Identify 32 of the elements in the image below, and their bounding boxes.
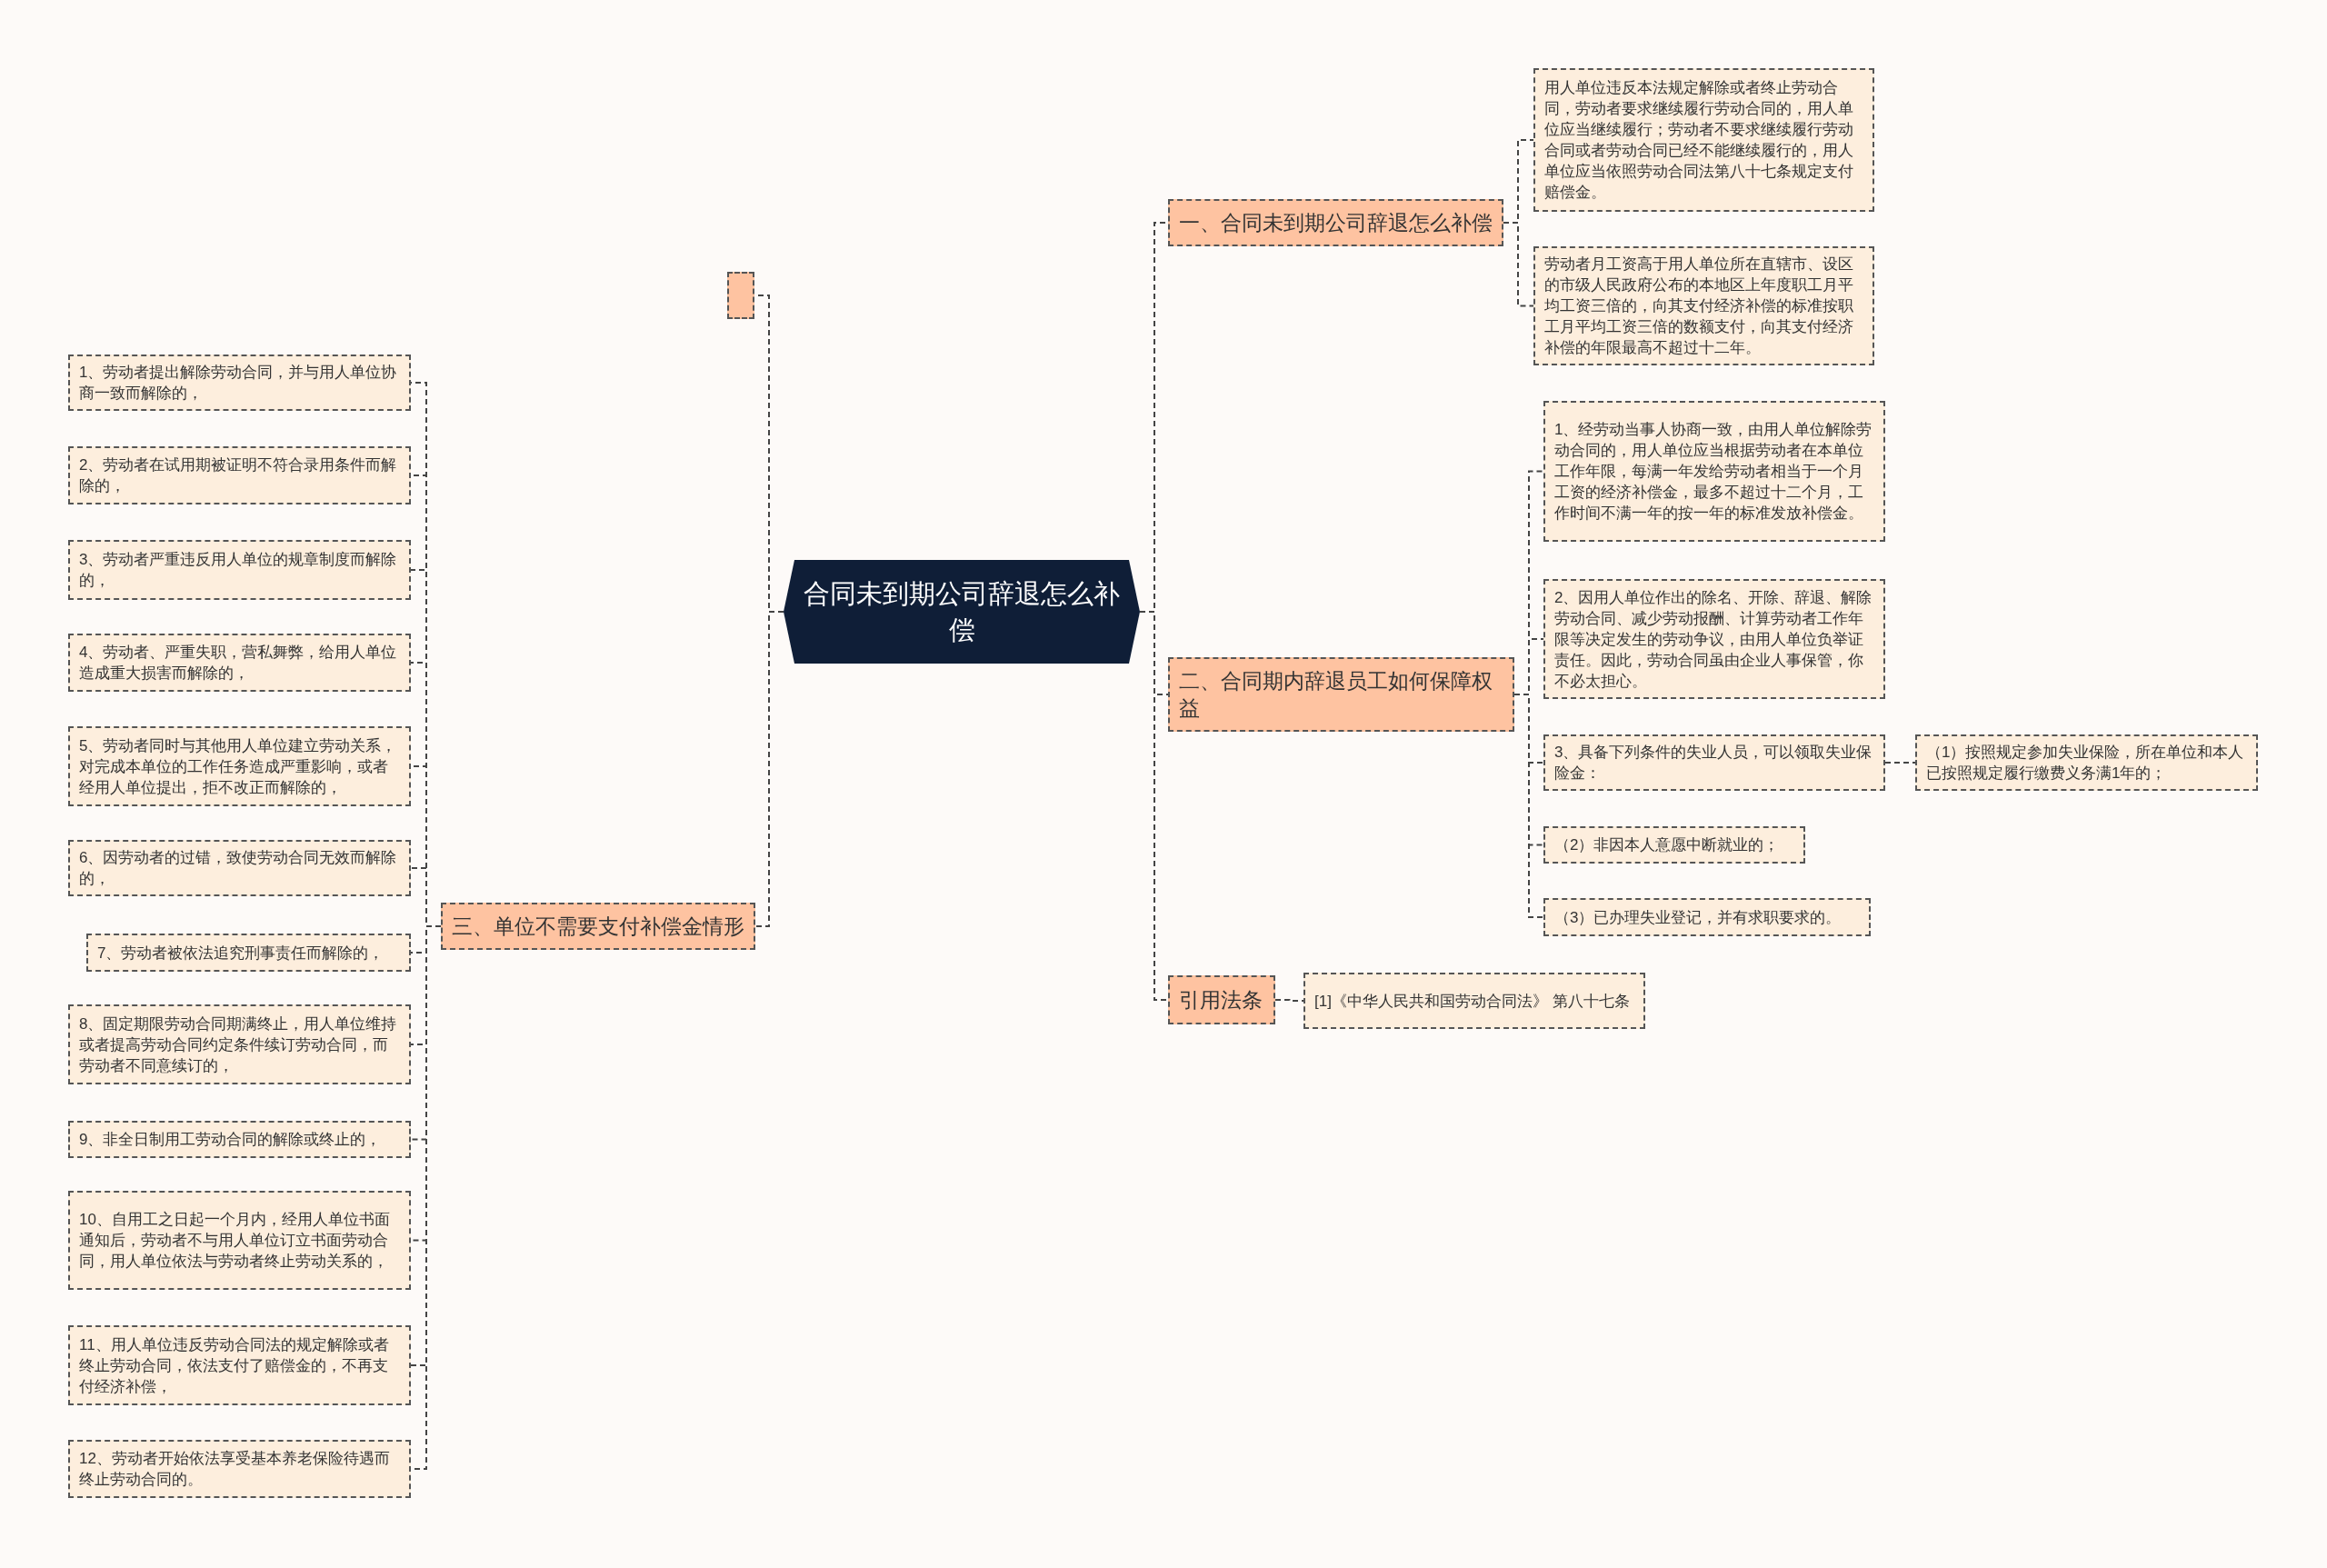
connector-line [1884,762,1916,764]
text-box: 9、非全日制用工劳动合同的解除或终止的， [68,1121,411,1158]
topic-box: 一、合同未到期公司辞退怎么补偿 [1168,199,1503,246]
text-box: 1、经劳动当事人协商一致，由用人单位解除劳动合同的，用人单位应当根据劳动者在本单位工作年限，每满一年发给劳动者相当于一个月工资的经济补偿金，最多不超过十二个月，工作时间不满一年的按一年的标准发放补偿金。 [1543,401,1885,542]
text-box: [1]《中华人民共和国劳动合同法》 第八十七条 [1303,973,1645,1029]
connector-line [1513,694,1544,918]
text-box: 8、固定期限劳动合同期满终止，用人单位维持或者提高劳动合同约定条件续订劳动合同，而劳动者不同意续订的， [68,1004,411,1084]
text-box: （1）按照规定参加失业保险，所在单位和本人已按照规定履行缴费义务满1年的； [1915,734,2258,791]
text-box: 7、劳动者被依法追究刑事责任而解除的， [86,934,411,972]
text-box: 6、因劳动者的过错，致使劳动合同无效而解除的， [68,840,411,896]
text-box: 4、劳动者、严重失职，营私舞弊，给用人单位造成重大损害而解除的， [68,634,411,692]
topic-box: 引用法条 [1168,975,1275,1024]
text-box: 劳动者月工资高于用人单位所在直辖市、设区的市级人民政府公布的本地区上年度职工月平均工资三倍的，向其支付经济补偿的标准按职工月平均工资三倍的数额支付，向其支付经济补偿的年限最高不超过十二年。 [1533,246,1874,365]
text-box: 用人单位违反本法规定解除或者终止劳动合同，劳动者要求继续履行劳动合同的，用人单位应当继续履行；劳动者不要求继续履行劳动合同或者劳动合同已经不能继续履行的，用人单位应当依照劳动合同法第八十七条规定支付赔偿金。 [1533,68,1874,212]
text-box: 12、劳动者开始依法享受基本养老保险待遇而终止劳动合同的。 [68,1440,411,1498]
topic-box: 二、合同期内辞退员工如何保障权益 [1168,657,1514,732]
text-box: （3）已办理失业登记，并有求职要求的。 [1543,898,1871,936]
text-box: （2）非因本人意愿中断就业的； [1543,826,1805,864]
text-box: 1、劳动者提出解除劳动合同，并与用人单位协商一致而解除的， [68,355,411,411]
central-topic: 合同未到期公司辞退怎么补偿 [784,560,1140,664]
text-box: 2、劳动者在试用期被证明不符合录用条件而解除的， [68,446,411,504]
empty-box [727,272,754,319]
connector-line [754,611,784,927]
text-box: 11、用人单位违反劳动合同法的规定解除或者终止劳动合同，依法支付了赔偿金的，不再支付经济补偿， [68,1325,411,1405]
text-box: 3、劳动者严重违反用人单位的规章制度而解除的， [68,540,411,600]
text-box: 10、自用工之日起一个月内，经用人单位书面通知后，劳动者不与用人单位订立书面劳动合同，用人单位依法与劳动者终止劳动关系的， [68,1191,411,1290]
text-box: 5、劳动者同时与其他用人单位建立劳动关系，对完成本单位的工作任务造成严重影响，或者经用人单位提出，拒不改正而解除的， [68,726,411,806]
connector-line [1274,999,1304,1002]
text-box: 3、具备下列条件的失业人员，可以领取失业保险金： [1543,734,1885,791]
topic-box: 三、单位不需要支付补偿金情形 [441,903,755,950]
connector-line [1503,222,1534,307]
text-box: 2、因用人单位作出的除名、开除、辞退、解除劳动合同、减少劳动报酬、计算劳动者工作年限等决定发生的劳动争议，由用人单位负举证责任。因此，劳动合同虽由企业人事保管，你不必太担心。 [1543,579,1885,699]
